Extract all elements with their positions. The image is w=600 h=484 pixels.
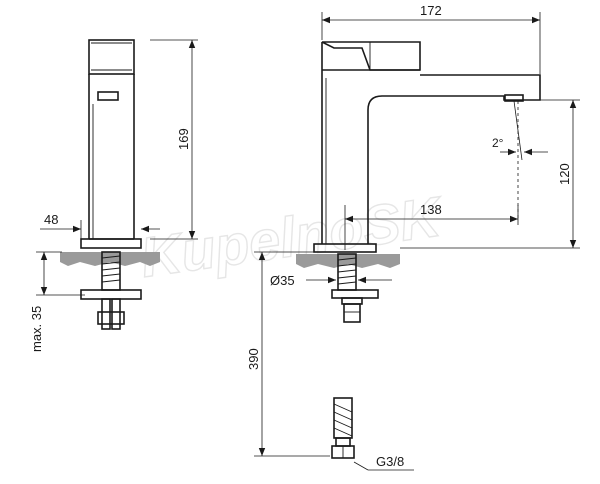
dim-138 <box>344 205 519 250</box>
side-fixing-plate <box>80 289 142 300</box>
side-aerator-window <box>97 91 119 101</box>
dim-max-35 <box>36 251 85 296</box>
thread-label: G3/8 <box>376 454 404 469</box>
front-fixing-plate <box>331 289 379 299</box>
dim-label-diameter: Ø35 <box>270 273 295 288</box>
dim-label-172: 172 <box>420 3 442 18</box>
side-lever-handle <box>88 39 135 75</box>
thread-leader <box>353 461 414 471</box>
dim-label-48: 48 <box>44 212 58 227</box>
dim-120 <box>400 99 580 249</box>
dim-label-390: 390 <box>246 348 261 370</box>
side-countertop <box>60 252 160 266</box>
front-connector <box>343 303 361 323</box>
dim-label-120: 120 <box>557 163 572 185</box>
side-connector-left <box>101 298 111 330</box>
front-countertop <box>296 254 400 268</box>
dim-label-169: 169 <box>176 128 191 150</box>
front-lever-handle <box>321 41 421 71</box>
dim-390 <box>254 251 330 457</box>
dim-label-138: 138 <box>420 202 442 217</box>
dim-label-angle: 2° <box>492 136 504 150</box>
dim-172 <box>321 12 541 74</box>
flexible-hose <box>331 397 355 459</box>
side-connector-right <box>111 298 121 330</box>
hose-ferrule <box>335 437 351 447</box>
side-base-plate <box>80 238 142 249</box>
dim-label-max-35: max. 35 <box>29 306 44 352</box>
dim-48 <box>40 220 160 242</box>
side-view <box>60 39 160 330</box>
dim-169 <box>150 39 198 240</box>
